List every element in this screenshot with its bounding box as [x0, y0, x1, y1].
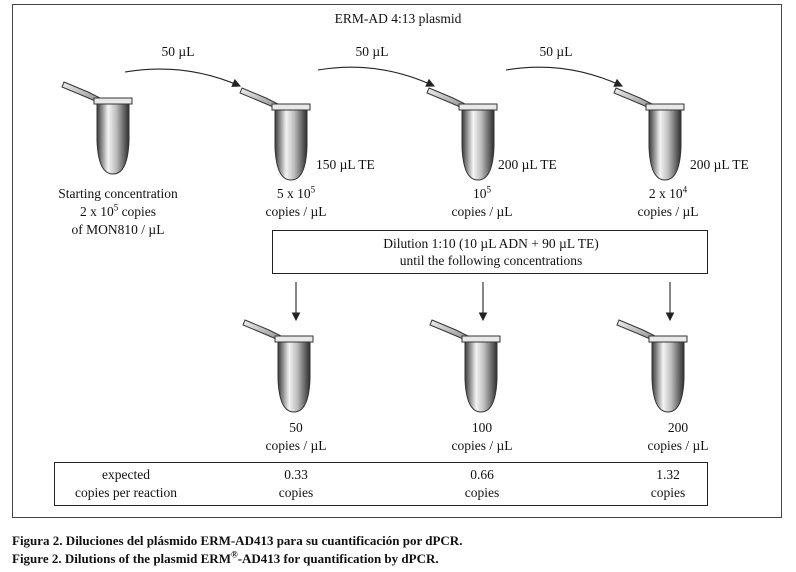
table-cell-3-unit: copies — [650, 485, 686, 500]
transfer-label-2: 50 µL — [355, 44, 389, 59]
table-header-line2: copies per reaction — [75, 485, 177, 500]
start-line3: of MON810 / µL — [71, 222, 165, 237]
table-cell-1-value: 0.33 — [284, 467, 308, 482]
transfer-label-3: 50 µL — [539, 44, 573, 59]
dilution-line2: until the following concentrations — [399, 253, 583, 268]
figure-frame — [12, 4, 782, 518]
table-cell-2-unit: copies — [464, 485, 500, 500]
table-cell-3-value: 1.32 — [656, 467, 680, 482]
dilution-line1: Dilution 1:10 (10 µL ADN + 90 µL TE) — [383, 236, 599, 251]
transfer-arrow-2 — [317, 66, 435, 87]
figure-title: ERM-AD 4:13 plasmid — [334, 11, 462, 26]
table-cell-2-value: 0.66 — [470, 467, 494, 482]
transfer-label-1: 50 µL — [161, 44, 195, 59]
stock-tube-1 — [239, 87, 311, 181]
final-value-2: 100 — [471, 420, 493, 435]
stock-conc-1: 5 x 105 — [276, 184, 316, 201]
final-unit-1: copies / µL — [265, 438, 327, 453]
caption-english: Figure 2. Dilutions of the plasmid ERM®-… — [12, 549, 439, 566]
expected-copies-table — [54, 462, 708, 506]
start-line1: Starting concentration — [58, 186, 178, 201]
volume-label-3: 200 µL TE — [690, 157, 749, 172]
stock-tube-3 — [613, 87, 685, 181]
stock-conc-3: 2 x 104 — [648, 184, 688, 201]
volume-label-2: 200 µL TE — [498, 157, 557, 172]
stock-tube-2 — [426, 87, 498, 181]
dilution-box: Dilution 1:10 (10 µL ADN + 90 µL TE) unt… — [272, 230, 708, 274]
final-tube-3 — [616, 319, 688, 413]
start-tube — [61, 81, 133, 175]
final-value-3: 200 — [667, 420, 689, 435]
transfer-arrow-3 — [505, 66, 623, 87]
final-unit-3: copies / µL — [647, 438, 709, 453]
volume-label-1: 150 µL TE — [316, 157, 375, 172]
start-line2: 2 x 105 copies — [79, 202, 157, 219]
final-tube-2 — [429, 319, 501, 413]
caption-spanish: Figura 2. Diluciones del plásmido ERM-AD… — [12, 533, 463, 548]
stock-unit-3: copies / µL — [637, 204, 699, 219]
final-unit-2: copies / µL — [451, 438, 513, 453]
transfer-arrow-1 — [124, 68, 242, 87]
stock-conc-2: 105 — [473, 184, 491, 201]
final-value-1: 50 — [289, 420, 303, 435]
stock-unit-1: copies / µL — [265, 204, 327, 219]
table-header-line1: expected — [102, 467, 150, 482]
stock-unit-2: copies / µL — [451, 204, 513, 219]
final-tube-1 — [242, 319, 314, 413]
table-cell-1-unit: copies — [278, 485, 314, 500]
